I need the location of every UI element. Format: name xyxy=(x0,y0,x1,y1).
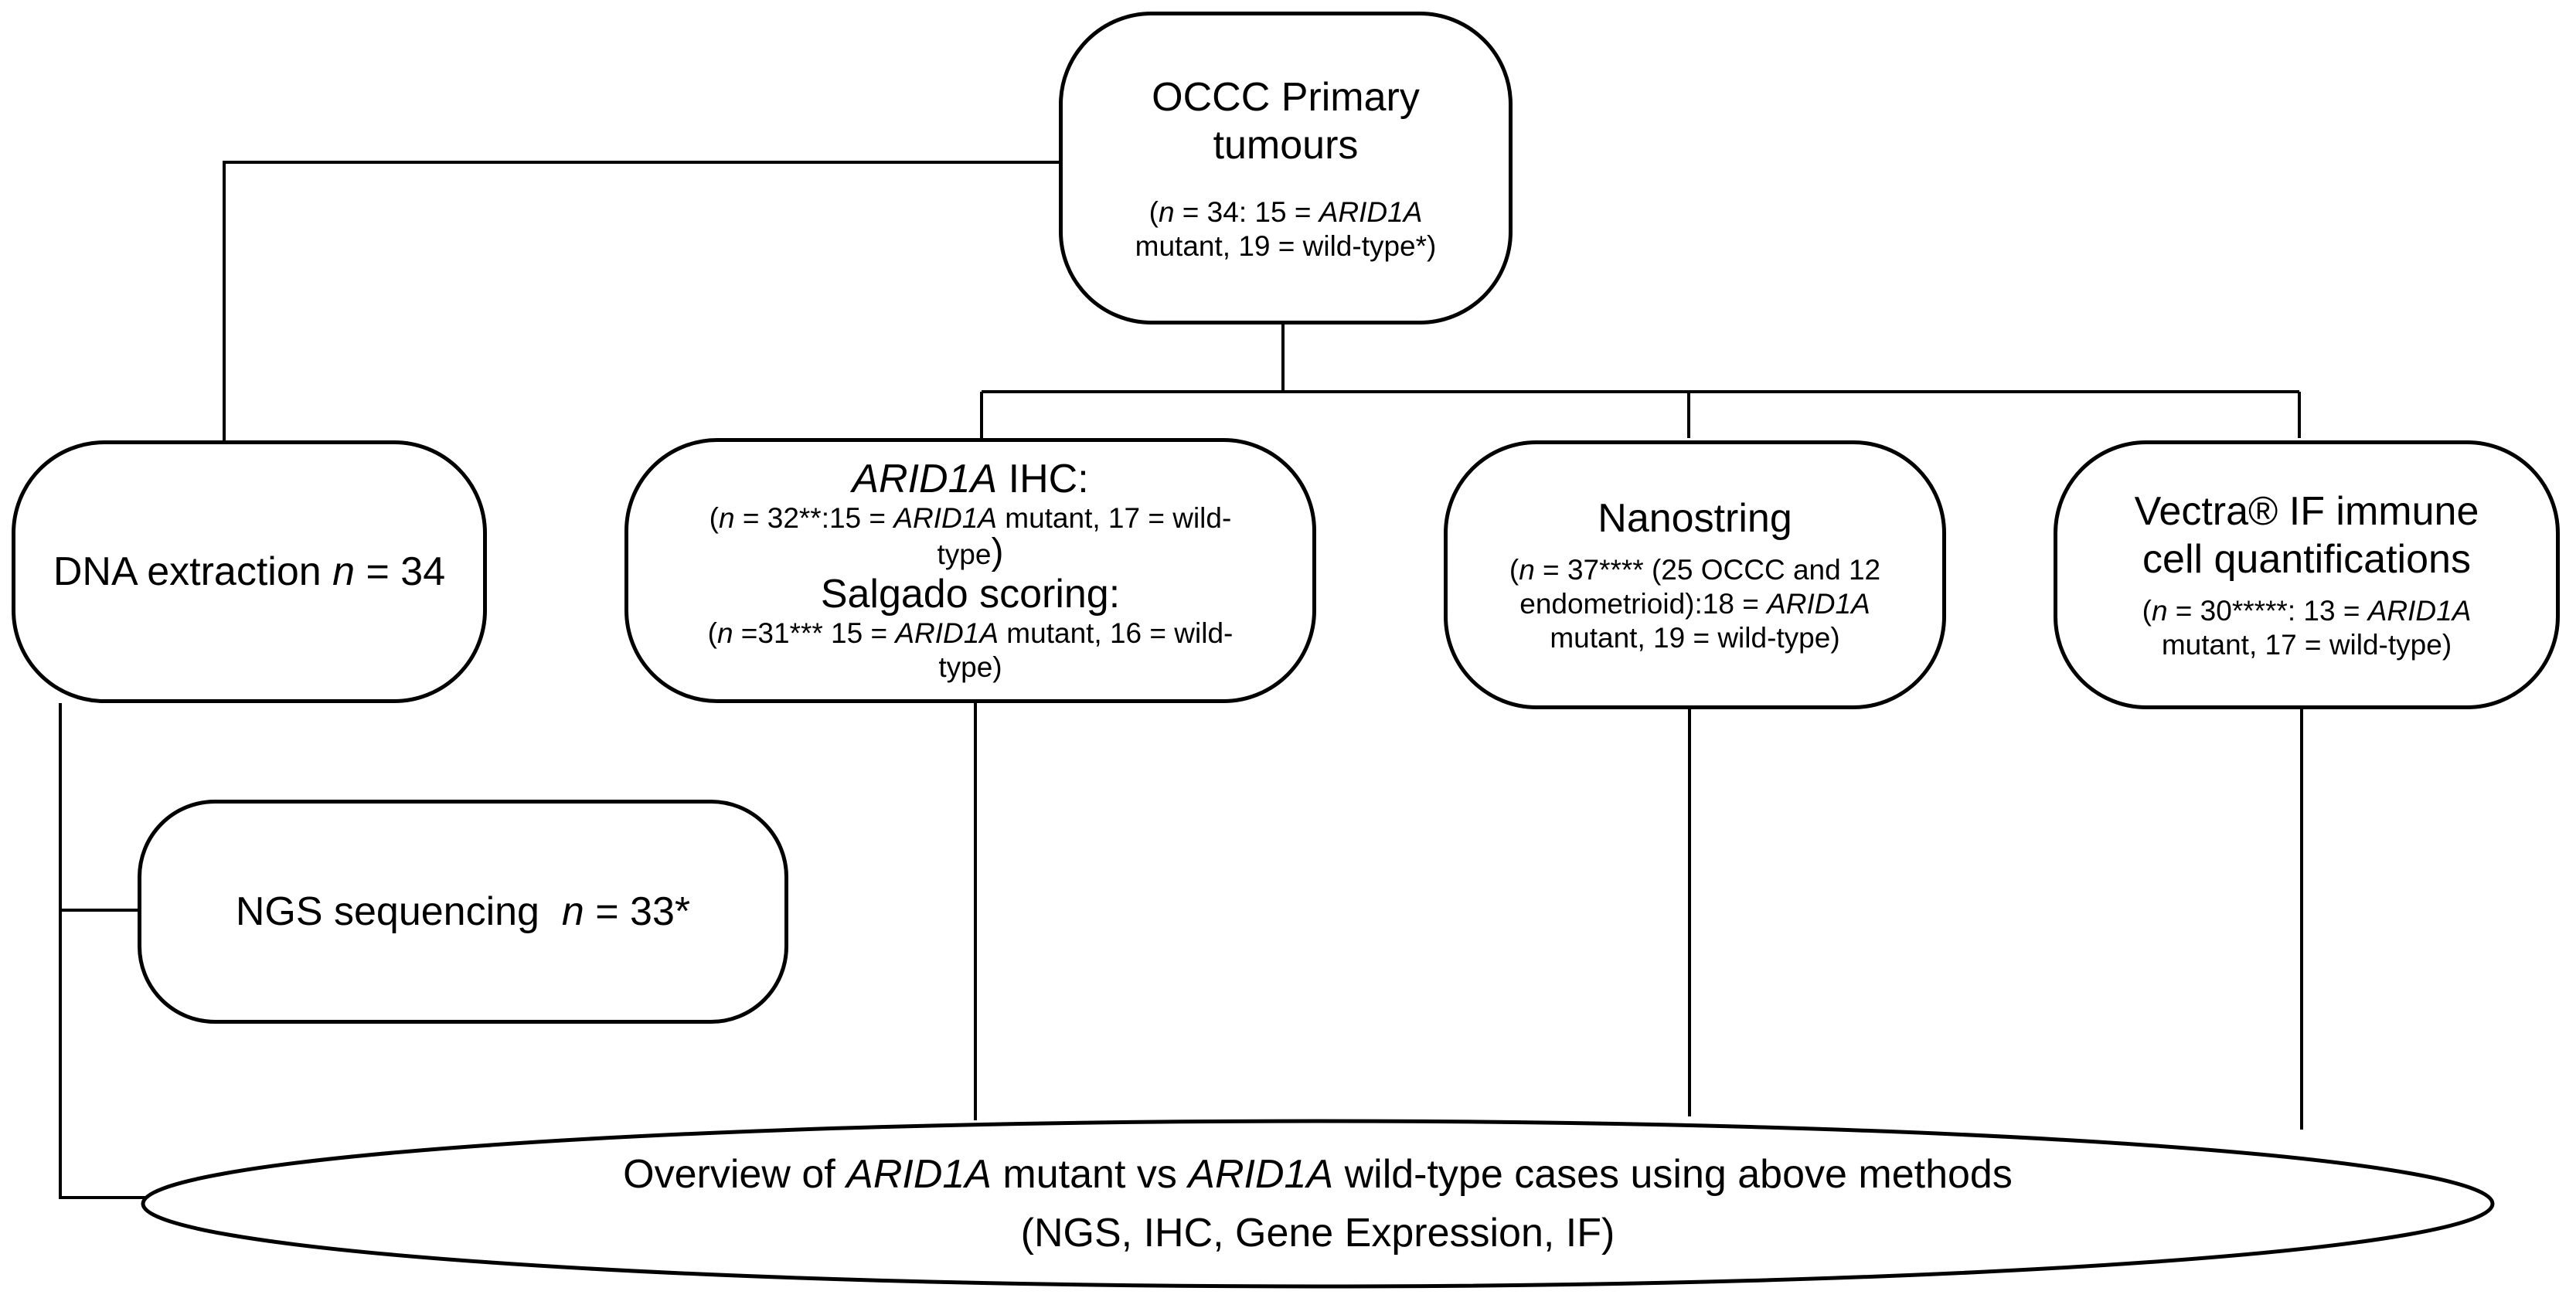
salgado-detail: (n =31*** 15 = ARID1A mutant, 16 = wild-… xyxy=(707,617,1234,683)
overview-node: Overview of ARID1A mutant vs ARID1A wild… xyxy=(143,1122,2493,1286)
ngs-sequencing-node: NGS sequencing n = 33* xyxy=(138,800,788,1024)
ihc-detail: (n = 32**:15 = ARID1A mutant, 17 = wild-… xyxy=(709,502,1232,573)
dna-extraction-label: DNA extraction n = 34 xyxy=(53,549,446,594)
dna-extraction-node: DNA extraction n = 34 xyxy=(12,440,487,703)
vectra-detail: (n = 30*****: 13 = ARID1A mutant, 17 = w… xyxy=(2142,595,2472,661)
nanostring-detail: (n = 37**** (25 OCCC and 12 endometrioid… xyxy=(1509,554,1881,654)
primary-tumours-node: OCCC Primary tumours (n = 34: 15 = ARID1… xyxy=(1059,12,1513,324)
ngs-sequencing-label: NGS sequencing n = 33* xyxy=(235,889,691,934)
nanostring-title: Nanostring xyxy=(1598,496,1792,541)
primary-title: OCCC Primary tumours xyxy=(1152,74,1420,168)
overview-ellipse-shape xyxy=(141,1119,2495,1289)
overview-line1: Overview of ARID1A mutant vs ARID1A wild… xyxy=(623,1152,2013,1197)
vectra-if-node: Vectra® IF immune cell quantifications (… xyxy=(2054,440,2560,709)
connector-dna-to-overview xyxy=(59,703,145,1199)
ihc-title: ARID1A IHC: xyxy=(852,457,1089,501)
connector-primary-to-dna xyxy=(223,161,1059,440)
primary-detail: (n = 34: 15 = ARID1A mutant, 19 = wild-t… xyxy=(1135,195,1437,262)
ihc-salgado-node: ARID1A IHC: (n = 32**:15 = ARID1A mutant… xyxy=(624,438,1316,703)
salgado-title: Salgado scoring: xyxy=(820,572,1121,617)
nanostring-node: Nanostring (n = 37**** (25 OCCC and 12 e… xyxy=(1444,440,1946,709)
overview-line2: (NGS, IHC, Gene Expression, IF) xyxy=(1020,1211,1615,1256)
vectra-title: Vectra® IF immune cell quantifications xyxy=(2134,489,2479,582)
